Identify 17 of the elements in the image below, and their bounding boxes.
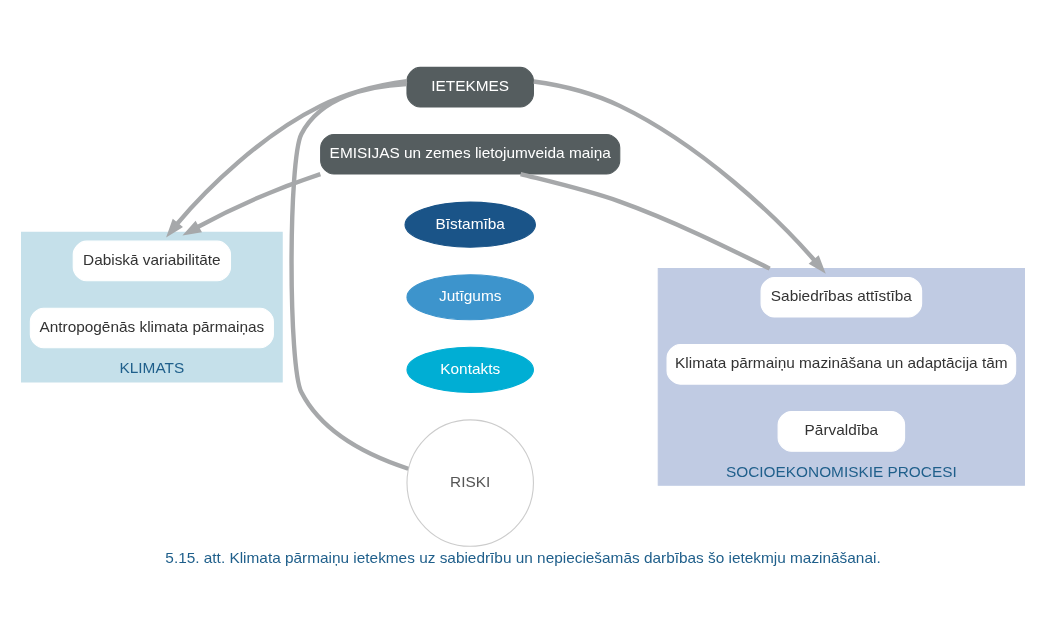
node-box: Antropogēnās klimata pārmaiņas bbox=[29, 307, 274, 349]
arrow bbox=[533, 79, 826, 274]
node-box: IETEKMES bbox=[406, 66, 534, 108]
node-box: Dabiskā variabilitāte bbox=[72, 240, 232, 282]
arrow bbox=[182, 172, 322, 236]
caption: 5.15. att. Klimata pārmaiņu ietekmes uz sabiedrību un nepieciešamās darbības šo ietekmju mazināšanai. bbox=[165, 549, 881, 567]
node-box: Klimata pārmaiņu mazināšana un adaptācija tām bbox=[666, 343, 1017, 385]
node-box: EMISIJAS un zemes lietojumveida maiņa bbox=[320, 133, 621, 175]
connector bbox=[289, 81, 409, 471]
node-box: Pārvaldība bbox=[777, 411, 906, 452]
node-circle: RISKI bbox=[406, 419, 534, 547]
arrow bbox=[166, 78, 408, 238]
node-ellipse: Bīstamība bbox=[404, 201, 536, 248]
connector bbox=[520, 171, 771, 271]
node-box: Sabiedrības attīstība bbox=[760, 276, 923, 318]
node-ellipse: Kontakts bbox=[406, 346, 534, 393]
node-ellipse: Jutīgums bbox=[406, 274, 534, 321]
